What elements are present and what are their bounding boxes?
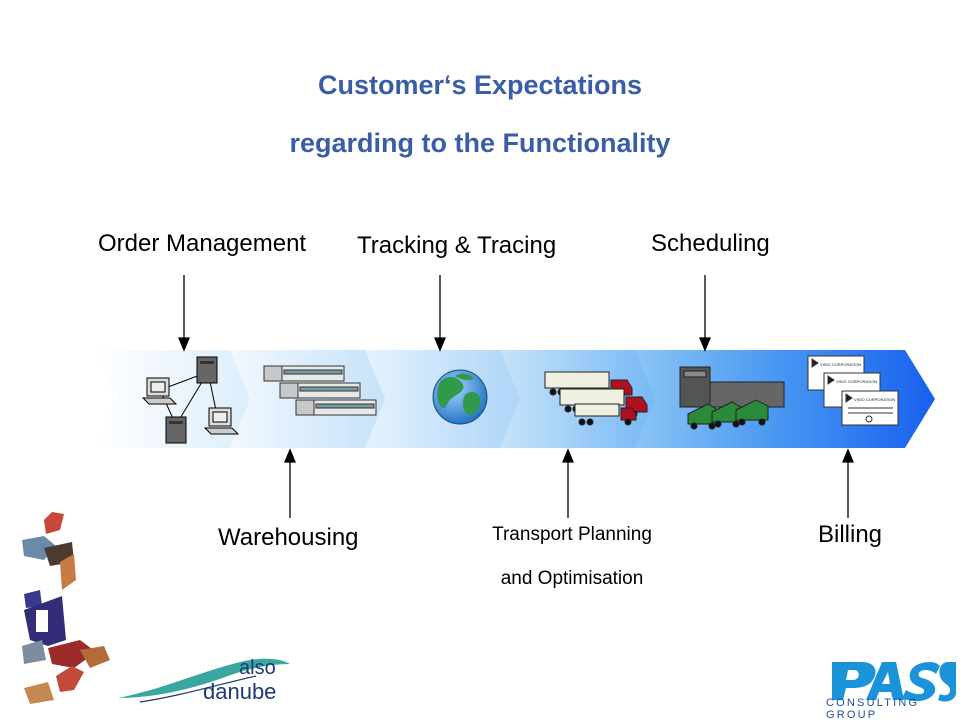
computer-network-icon [141,356,240,444]
invoice-text-3: VISIO CORPORATION [854,397,895,402]
slide-title-line1: Customer‘s Expectations [317,70,643,100]
invoice-text-2: VISIO CORPORATION [836,379,877,384]
connector-arrows [178,275,854,518]
also-logo-text: also [239,657,276,679]
invoices-icon [807,355,899,426]
label-order-management: Order Management [98,230,307,257]
invoice-text-1: VISIO CORPORATION [820,362,861,367]
label-optimisation: and Optimisation [500,568,644,589]
also-danube-logo [118,658,290,703]
decorative-logo-stripe [22,512,110,704]
warehouse-racks-icon [263,365,377,416]
trucks-icon [544,371,648,426]
label-warehousing: Warehousing [218,524,359,551]
label-transport-planning: Transport Planning [492,524,652,545]
pass-logo [832,662,956,702]
pass-tagline: CONSULTING GROUP [826,697,920,721]
label-billing: Billing [818,521,883,548]
globe-icon [432,369,488,425]
depot-trucks-icon [679,366,785,430]
slide-title-line2: regarding to the Functionality [289,128,671,158]
label-tracking-tracing: Tracking & Tracing [357,232,557,259]
danube-logo-text: danube [203,679,277,704]
label-scheduling: Scheduling [651,230,770,257]
